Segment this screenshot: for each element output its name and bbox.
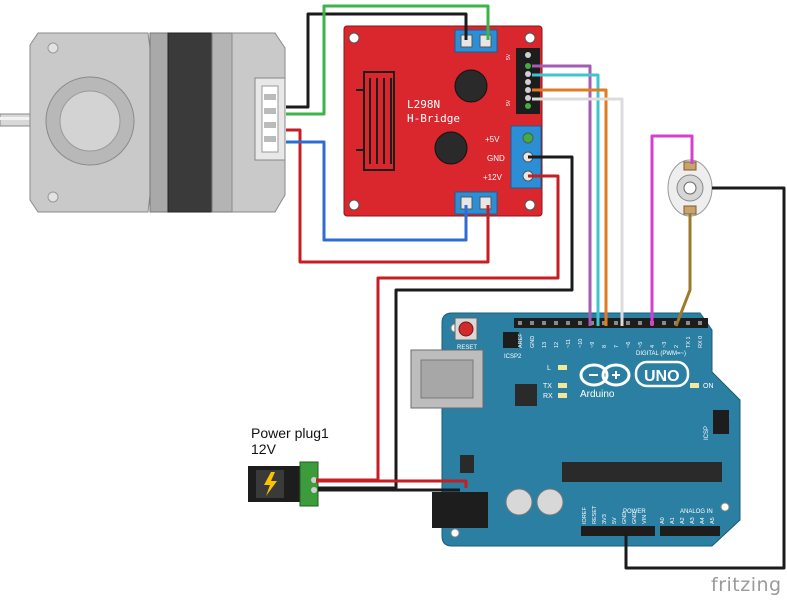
power-plug <box>248 461 319 507</box>
bottom-pin-labels: IOREF RESET 3V3 5V GND GND VIN A0 A1 A2 A3 A4 A5 <box>582 505 716 524</box>
hbridge-pin-5v-top: 5V <box>506 53 512 60</box>
power-pin-label-4: GND <box>622 512 628 524</box>
pin-label-plus5v: +5V <box>485 135 500 144</box>
lightning-icon <box>264 472 277 496</box>
voltage-regulator <box>460 455 474 473</box>
led-on <box>690 383 699 388</box>
led-label-on: ON <box>703 383 714 390</box>
pin-label-gnd: GND <box>487 154 505 163</box>
usb-chip <box>515 384 537 406</box>
hbridge-pin-5v-bottom: 5V <box>506 99 512 106</box>
led-tx <box>558 383 567 388</box>
analog-header <box>660 526 720 536</box>
hbridge-header <box>516 48 540 114</box>
wire-magenta-pot <box>650 134 694 326</box>
wire-black-pot-gnd <box>624 186 786 570</box>
digital-pin-label-11: 4 <box>650 345 656 348</box>
analog-pin-label-3: A3 <box>690 517 696 524</box>
arduino-logo <box>579 360 690 388</box>
power-pin-label-1: RESET <box>592 505 598 524</box>
wire-black-motor <box>286 12 468 109</box>
arduino-board <box>441 312 741 547</box>
led-label-tx: TX <box>543 383 552 390</box>
icsp-header <box>713 410 729 434</box>
capacitor-top <box>454 69 488 103</box>
digital-label: DIGITAL (PWM=~) <box>636 351 686 357</box>
arduino-brand: Arduino <box>580 389 615 400</box>
l298n-hbridge: L298N H-Bridge 5V 5V +5V GND + <box>343 25 543 217</box>
power-plug-pcb <box>299 461 319 507</box>
power-label: POWER <box>623 509 646 515</box>
wire-red-motor <box>286 128 490 264</box>
led-label-rx: RX <box>543 393 553 400</box>
power-pin-label-0: IOREF <box>582 507 588 524</box>
icsp2-label: ICSP2 <box>504 354 522 360</box>
digital-pin-label-7: 8 <box>602 345 608 348</box>
pin-label-plus12v: +12V <box>483 173 503 182</box>
digital-pin-label-3: 12 <box>554 342 560 348</box>
power-plug-label: Power plug1 12V <box>251 425 329 457</box>
led-l <box>558 365 567 370</box>
led-label-l: L <box>547 365 551 372</box>
hbridge-type-label: H-Bridge <box>407 112 460 125</box>
motor-body-dark <box>167 32 213 213</box>
power-plug-name: Power plug1 <box>251 425 329 441</box>
digital-pin-label-8: 7 <box>614 345 620 348</box>
potentiometer <box>667 159 713 217</box>
wire-cyan-in2 <box>532 73 600 326</box>
wire-green-motor <box>286 4 490 116</box>
led-rx <box>558 393 567 398</box>
digital-pin-label-2: 13 <box>542 342 548 348</box>
barrel-jack <box>432 492 488 528</box>
fritzing-watermark: fritzing <box>711 574 782 596</box>
digital-pin-label-0: AREF <box>518 333 524 348</box>
wire-orange-in3 <box>532 88 608 326</box>
digital-pin-label-1: GND <box>530 336 536 348</box>
wires <box>286 4 786 570</box>
capacitor-bottom <box>434 131 468 165</box>
power-plug-voltage: 12V <box>251 441 276 457</box>
wire-grey-in4 <box>532 97 624 326</box>
digital-pin-label-14: TX 1 <box>686 336 692 348</box>
reset-label: RESET <box>457 345 477 351</box>
icsp2-header <box>503 332 519 348</box>
analog-pin-label-5: A5 <box>710 517 716 524</box>
arduino-model: UNO <box>644 368 680 385</box>
hbridge-heatsink <box>356 71 395 171</box>
power-pin-label-5: GND <box>632 512 638 524</box>
icsp-label: ICSP <box>704 426 710 440</box>
digital-pin-label-10: ~5 <box>638 342 644 348</box>
digital-header <box>514 318 708 328</box>
stepper-motor <box>0 32 286 213</box>
power-header <box>581 526 655 536</box>
digital-pin-label-13: 2 <box>674 345 680 348</box>
digital-pin-label-9: ~6 <box>626 342 632 348</box>
wire-red-vin <box>316 479 468 488</box>
digital-pin-label-12: ~3 <box>662 342 668 348</box>
wire-brown-pot <box>674 214 692 327</box>
analog-pin-label-1: A1 <box>670 517 676 524</box>
digital-pin-label-6: ~9 <box>590 342 596 348</box>
digital-pin-label-5: ~10 <box>578 339 584 348</box>
atmega-chip <box>562 462 722 482</box>
digital-pin-label-15: RX 0 <box>698 336 704 348</box>
digital-pin-labels: AREF GND 13 12 ~11 ~10 ~9 8 7 ~6 ~5 4 ~3 2 TX 1 RX 0 <box>518 333 704 348</box>
analog-pin-label-0: A0 <box>660 517 666 524</box>
power-pin-label-2: 3V3 <box>602 514 608 524</box>
digital-pin-label-4: ~11 <box>566 339 572 348</box>
power-pin-label-6: VIN <box>642 515 648 524</box>
wire-purple-in1 <box>532 64 592 326</box>
analog-pin-label-2: A2 <box>680 517 686 524</box>
analog-pin-label-4: A4 <box>700 517 706 524</box>
wire-blue-motor <box>286 140 468 242</box>
analog-label: ANALOG IN <box>680 509 713 515</box>
wire-black-gnd <box>318 155 574 490</box>
power-pin-label-3: 5V <box>612 517 618 524</box>
hbridge-model-label: L298N <box>407 98 440 111</box>
